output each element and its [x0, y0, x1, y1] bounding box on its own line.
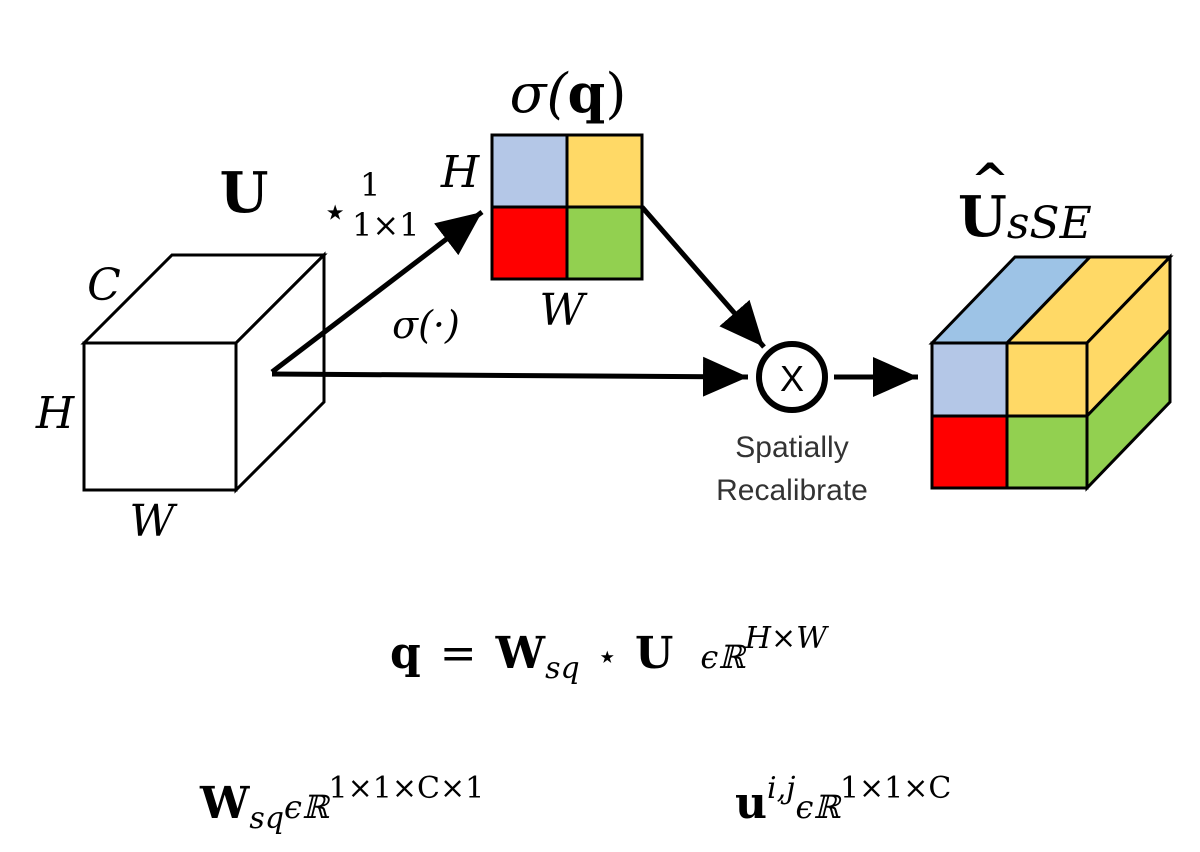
arrow-squeeze-to-multiply: [640, 205, 766, 349]
conv-star: ⋆: [322, 187, 348, 236]
output-front-cell-green: [1005, 414, 1089, 490]
output-tensor-label: UsSE: [958, 184, 1092, 250]
eq-main-sup: H×W: [744, 621, 829, 656]
eq-main-u: U: [635, 628, 673, 679]
squeeze-title-sigma: σ(: [510, 62, 570, 125]
conv-subscript: 1×1: [352, 206, 420, 244]
conv-operator-label: ⋆ 1 1×1: [322, 164, 420, 244]
output-label-subscript: sSE: [1007, 198, 1092, 249]
squeeze-map-title: σ(q): [510, 61, 627, 125]
input-tensor-label: U: [220, 160, 269, 226]
output-front-cell-yellow: [1005, 341, 1089, 418]
eq-weight-in: ϵℝ: [284, 788, 331, 826]
eq-pixel-sup: 1×1×C: [840, 771, 951, 806]
squeeze-cell-bottom-right: [565, 205, 644, 281]
eq-main-equals: =: [440, 628, 477, 679]
eq-main-w-sub: sq: [545, 651, 580, 686]
eq-weight-w: W: [199, 778, 250, 829]
input-dim-h-label: H: [35, 388, 76, 439]
input-dim-c-label: C: [87, 260, 121, 311]
eq-main-w: W: [495, 628, 546, 679]
equation-weight: Wsqϵℝ1×1×C×1: [199, 771, 484, 836]
equation-main: q = Wsq ⋆ U ϵℝH×W: [390, 621, 829, 688]
equation-pixel: ui,jϵℝ1×1×C: [735, 771, 951, 829]
input-dim-w-label: W: [129, 496, 178, 547]
eq-main-star: ⋆: [597, 637, 618, 677]
output-tensor-cube: [928, 253, 1174, 492]
squeeze-title-q: q: [568, 61, 606, 125]
eq-weight-w-sub: sq: [249, 801, 284, 836]
squeeze-cell-bottom-left: [490, 205, 569, 281]
output-label-u: U: [958, 184, 1007, 250]
conv-superscript: 1: [360, 166, 380, 204]
multiply-node-symbol: X: [780, 358, 804, 399]
squeeze-cell-top-right: [565, 133, 644, 209]
output-tensor-hat: ^: [971, 153, 1010, 207]
eq-pixel-in: ϵℝ: [795, 788, 842, 826]
eq-main-in: ϵℝ: [700, 638, 747, 676]
squeeze-dim-w-label: W: [539, 285, 588, 336]
arrow-cube-to-squeeze: [270, 210, 484, 374]
eq-weight-sup: 1×1×C×1: [329, 771, 485, 806]
eq-main-q: q: [390, 628, 421, 679]
eq-pixel-u-sup: i,j: [767, 771, 795, 806]
sigmoid-operator-label: σ(·): [392, 303, 460, 347]
squeeze-title-close: ): [605, 62, 626, 125]
input-cube-front-face: [82, 341, 238, 492]
multiply-node-circle: [756, 341, 828, 413]
arrow-cube-to-multiply: [271, 356, 749, 397]
multiply-caption-line2: Recalibrate: [716, 474, 868, 507]
squeeze-dim-h-label: H: [440, 147, 481, 198]
squeeze-map-grid: [490, 133, 644, 281]
eq-pixel-u: u: [735, 778, 767, 829]
squeeze-cell-top-left: [490, 133, 569, 209]
output-front-cell-blue: [930, 341, 1009, 418]
output-front-cell-red: [930, 414, 1009, 490]
multiply-caption-line1: Spatially: [735, 431, 848, 464]
